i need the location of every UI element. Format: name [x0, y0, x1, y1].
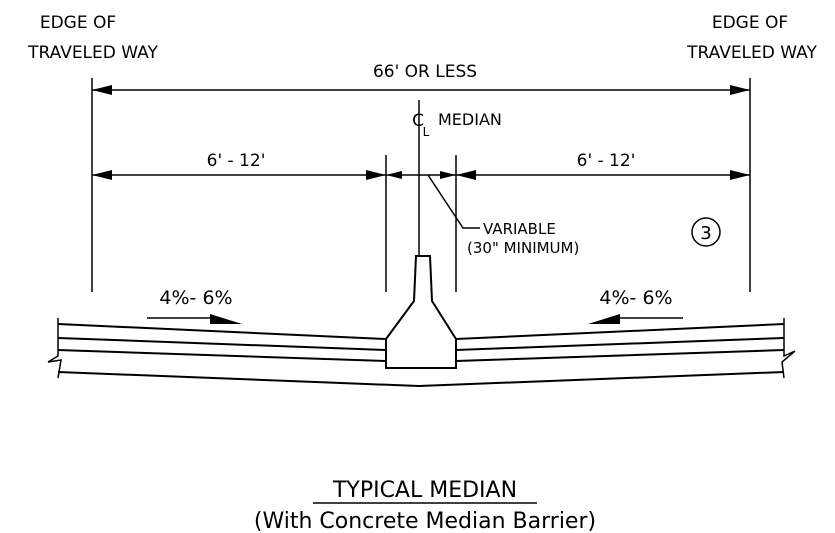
pavement-left-layer-2: [57, 349, 387, 362]
right-slope-label: 4%- 6%: [599, 287, 672, 309]
right-shoulder-width-label: 6' - 12': [577, 151, 636, 171]
centerline-label: MEDIAN: [438, 110, 502, 129]
overall-width-label: 66' OR LESS: [373, 62, 477, 82]
note-number: 3: [700, 223, 711, 244]
pavement-left-layer-1: [57, 337, 387, 351]
right-edge-label-line2: TRAVELED WAY: [686, 43, 817, 63]
overall-left-arrow: [92, 85, 112, 95]
left-slope-arrow-head: [210, 314, 242, 324]
variable-label-line2: (30" MINIMUM): [467, 239, 579, 257]
variable-label-line1: VARIABLE: [483, 220, 556, 238]
left-shoulder-arrow-right: [366, 170, 386, 180]
barrier-width-arrow-left: [386, 171, 402, 179]
caption-subtitle: (With Concrete Median Barrier): [254, 509, 596, 533]
centerline-symbol: C: [412, 111, 424, 131]
pavement-right-layer-1: [455, 337, 785, 351]
right-break-line: [781, 318, 796, 379]
left-slope-label: 4%- 6%: [159, 287, 232, 309]
concrete-median-barrier: [385, 255, 457, 369]
left-shoulder-width-label: 6' - 12': [207, 151, 266, 171]
left-break-line: [47, 318, 62, 379]
pavement-right-surface: [455, 323, 785, 340]
right-slope-arrow-head: [588, 314, 620, 324]
barrier-width-arrow-right: [440, 171, 456, 179]
note-number-circle: [691, 217, 721, 247]
overall-right-arrow: [730, 85, 750, 95]
centerline-subscript: L: [423, 125, 430, 139]
pavement-left-subgrade: [57, 371, 420, 387]
pavement-left-surface: [57, 323, 387, 340]
pavement-right-layer-2: [455, 349, 785, 362]
pavement-section: [47, 318, 796, 387]
right-edge-label-line1: EDGE OF: [712, 13, 788, 33]
right-shoulder-arrow-right: [730, 170, 750, 180]
left-shoulder-arrow-left: [92, 170, 112, 180]
pavement-right-subgrade: [418, 371, 785, 387]
left-edge-label-line1: EDGE OF: [40, 13, 116, 33]
caption-title: TYPICAL MEDIAN: [332, 478, 517, 503]
left-edge-label-line2: TRAVELED WAY: [27, 43, 158, 63]
right-shoulder-arrow-left: [456, 170, 476, 180]
variable-leader-line: [427, 174, 480, 229]
